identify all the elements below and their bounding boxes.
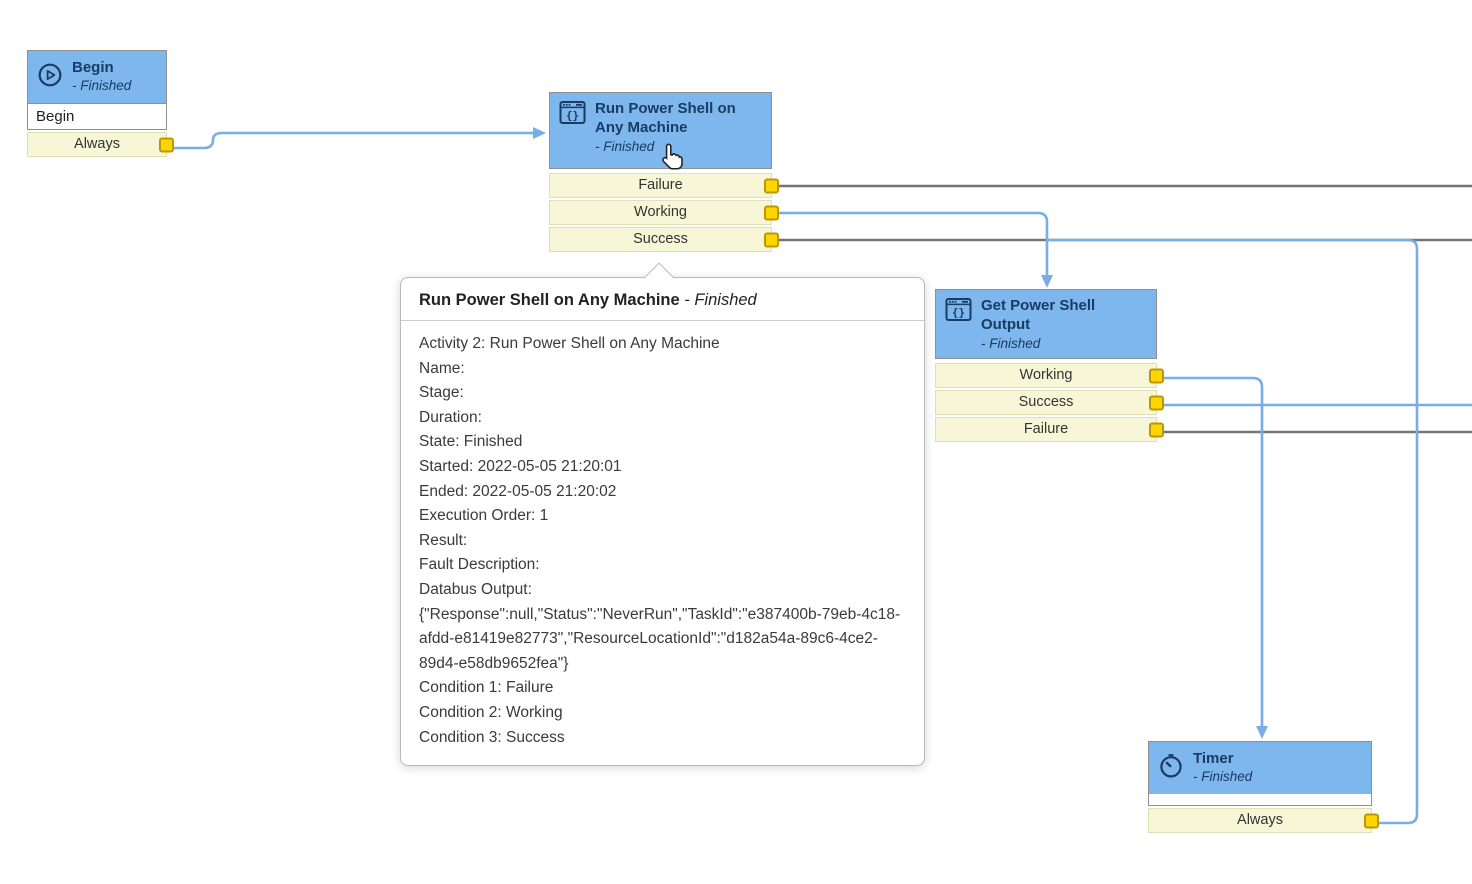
node-run-power-shell[interactable]: {} Run Power Shell on Any Machine - Fini… bbox=[549, 92, 779, 252]
connector-square[interactable] bbox=[1149, 368, 1164, 383]
cursor-pointer-icon bbox=[660, 142, 685, 175]
connector-square[interactable] bbox=[764, 232, 779, 247]
condition-label: Failure bbox=[1023, 421, 1069, 437]
node-timer[interactable]: Timer - Finished Always bbox=[1148, 741, 1379, 833]
svg-text:{}: {} bbox=[952, 306, 965, 319]
svg-text:{}: {} bbox=[566, 109, 579, 122]
condition-label: Success bbox=[1018, 394, 1074, 410]
powershell-window-icon: {} bbox=[945, 297, 972, 327]
condition-row-success[interactable]: Success bbox=[935, 390, 1164, 415]
connector-square[interactable] bbox=[1364, 813, 1379, 828]
tooltip-body: Activity 2: Run Power Shell on Any Machi… bbox=[419, 335, 901, 746]
link-gpso-working-to-timer-arrow bbox=[1256, 726, 1268, 739]
node-status: - Finished bbox=[1193, 769, 1253, 785]
connector-square[interactable] bbox=[1149, 422, 1164, 437]
timer-icon bbox=[1158, 753, 1184, 784]
node-status: - Finished bbox=[981, 335, 1041, 351]
condition-row-failure[interactable]: Failure bbox=[549, 173, 779, 198]
condition-label: Failure bbox=[638, 177, 683, 193]
node-title: Begin bbox=[72, 58, 114, 76]
condition-label: Always bbox=[74, 136, 120, 152]
condition-label: Success bbox=[633, 231, 688, 247]
link-gpso-working-to-timer bbox=[1155, 376, 1264, 727]
node-begin[interactable]: Begin - Finished Begin Always bbox=[27, 50, 174, 157]
condition-label: Always bbox=[1237, 812, 1283, 828]
node-title: Get Power Shell Output bbox=[981, 297, 1096, 333]
activity-detail-tooltip: Run Power Shell on Any Machine - Finishe… bbox=[400, 262, 925, 767]
tooltip-status-text: - Finished bbox=[679, 291, 757, 309]
condition-row-working[interactable]: Working bbox=[549, 200, 779, 225]
link-runps-working-to-gpso bbox=[772, 211, 1049, 276]
powershell-window-icon: {} bbox=[559, 100, 586, 130]
link-begin-to-runps bbox=[164, 131, 533, 150]
condition-row-success[interactable]: Success bbox=[549, 227, 779, 252]
node-status: - Finished bbox=[72, 78, 132, 94]
connector-square[interactable] bbox=[1149, 395, 1164, 410]
condition-row-failure[interactable]: Failure bbox=[935, 417, 1164, 442]
node-title: Timer bbox=[1193, 749, 1234, 767]
condition-row-always[interactable]: Always bbox=[1148, 808, 1379, 833]
link-timer-loop-to-gpso bbox=[1047, 238, 1419, 825]
link-runps-working-to-gpso-arrow bbox=[1041, 275, 1053, 288]
node-title: Run Power Shell on Any Machine bbox=[595, 100, 736, 136]
play-circle-icon bbox=[37, 62, 63, 93]
tooltip-title-text: Run Power Shell on Any Machine bbox=[419, 291, 680, 309]
condition-row-always[interactable]: Always bbox=[27, 132, 174, 157]
link-begin-to-runps-arrow bbox=[533, 127, 546, 139]
node-content-label: Begin bbox=[28, 103, 166, 129]
node-status: - Finished bbox=[595, 138, 655, 154]
condition-label: Working bbox=[634, 204, 687, 220]
condition-row-working[interactable]: Working bbox=[935, 363, 1164, 388]
connector-square[interactable] bbox=[764, 205, 779, 220]
tooltip-title: Run Power Shell on Any Machine - Finishe… bbox=[401, 278, 924, 321]
connector-square[interactable] bbox=[159, 137, 174, 152]
connector-square[interactable] bbox=[764, 178, 779, 193]
node-get-power-shell-output[interactable]: {} Get Power Shell Output - Finished Wor… bbox=[935, 289, 1164, 442]
condition-label: Working bbox=[1019, 367, 1073, 383]
